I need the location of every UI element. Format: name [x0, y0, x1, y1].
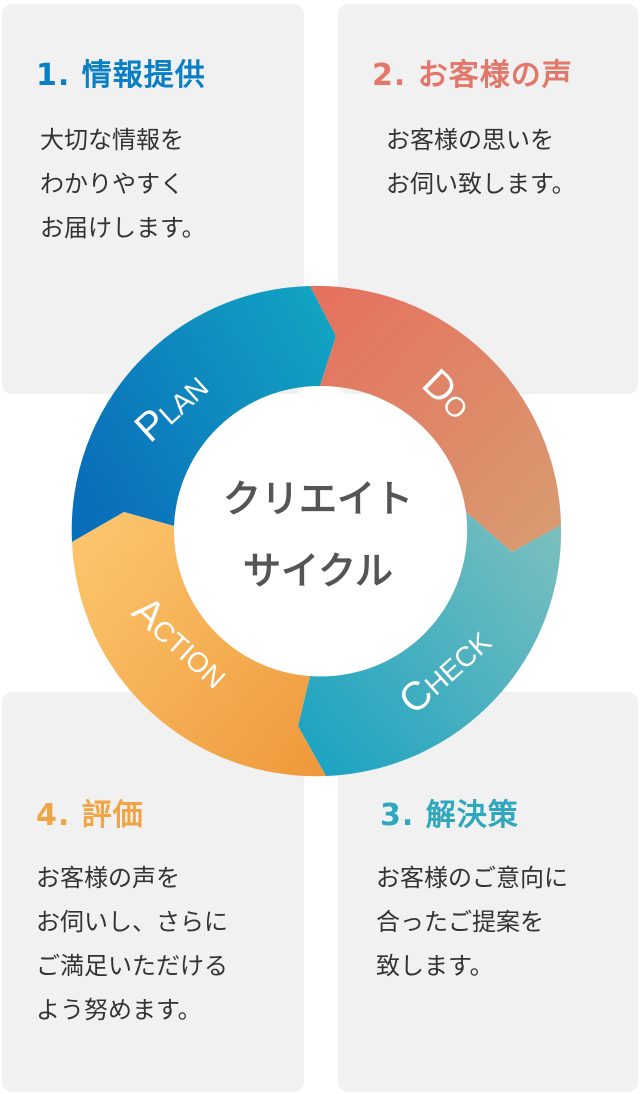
card-info-line: わかりやすく: [40, 170, 184, 198]
card-solution-body: お客様のご意向に 合ったご提案を 致します。: [376, 856, 568, 988]
card-voice-title: 2. お客様の声: [372, 58, 573, 93]
cycle-center-line: サイクル: [243, 549, 393, 593]
card-voice-line: お客様の思いを: [386, 126, 554, 154]
card-solution-line: 合ったご提案を: [376, 908, 544, 936]
cycle-segment-check: [298, 512, 562, 776]
cycle-segment-plan: [71, 286, 336, 542]
cycle-center-line: クリエイト: [223, 477, 413, 521]
card-evaluation-line: よう努めます。: [36, 996, 202, 1024]
card-evaluation-line: お客様の声を: [36, 864, 180, 892]
card-evaluation-line: お伺いし、さらに: [36, 908, 228, 936]
card-voice: 2. お客様の声 お客様の思いを お伺い致します。: [338, 4, 638, 394]
card-evaluation-line: ご満足いただける: [36, 952, 228, 980]
card-solution-line: 致します。: [376, 952, 494, 980]
cycle-segment-action: [72, 512, 326, 777]
card-voice-line: お伺い致します。: [386, 170, 576, 198]
card-info-body: 大切な情報を わかりやすく お届けします。: [40, 118, 206, 250]
card-voice-body: お客様の思いを お伺い致します。: [386, 118, 576, 206]
card-solution-line: お客様のご意向に: [376, 864, 568, 892]
card-solution-title: 3. 解決策: [380, 798, 519, 833]
card-info-line: 大切な情報を: [40, 126, 184, 154]
card-evaluation-title: 4. 評価: [36, 798, 144, 833]
card-info-title: 1. 情報提供: [36, 58, 206, 93]
card-evaluation-body: お客様の声を お伺いし、さらに ご満足いただける よう努めます。: [36, 856, 228, 1032]
cycle-segment-do: [310, 285, 561, 552]
card-info-line: お届けします。: [40, 214, 206, 242]
card-info: 1. 情報提供 大切な情報を わかりやすく お届けします。: [2, 4, 304, 394]
